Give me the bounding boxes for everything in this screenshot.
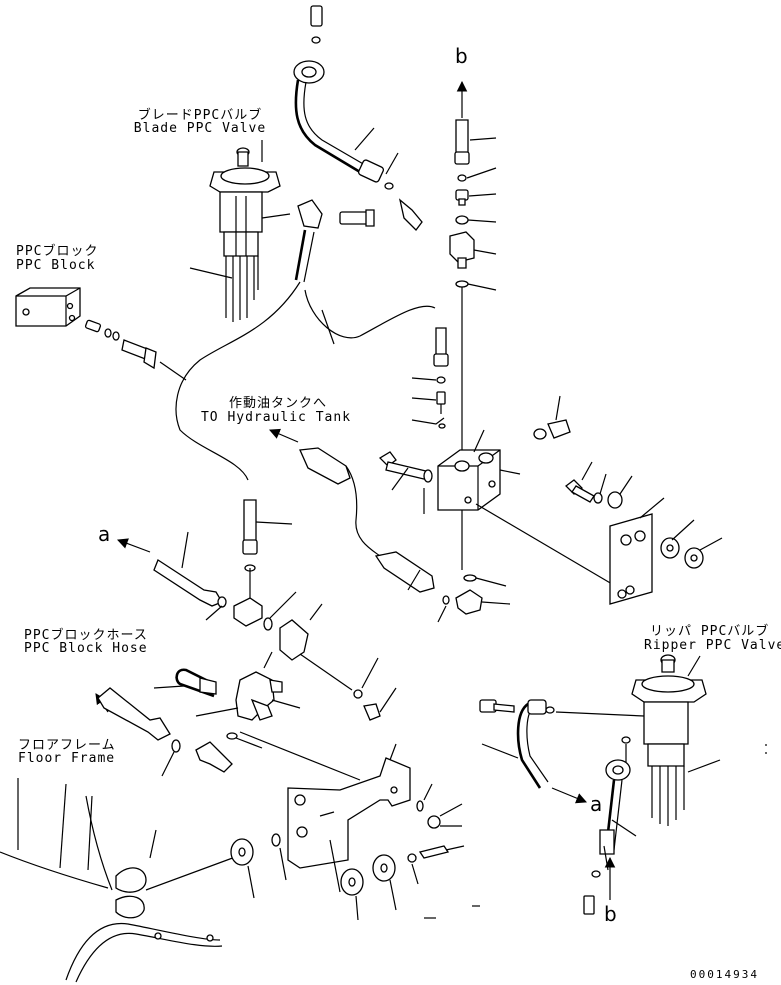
u-tube-hose bbox=[154, 670, 216, 696]
ppc-block bbox=[16, 288, 80, 326]
center-elbow-adapter bbox=[280, 604, 396, 720]
right-stack-hose bbox=[455, 120, 496, 164]
left-middle-hose bbox=[154, 532, 226, 620]
lower-center-elbow bbox=[456, 575, 510, 614]
floor-washers bbox=[231, 834, 286, 898]
tank-hose-lower bbox=[243, 500, 292, 571]
ref-letter-a-left: a bbox=[98, 522, 111, 546]
bracket-washers bbox=[341, 855, 480, 920]
a-right-arrow bbox=[552, 788, 587, 804]
plate-washers bbox=[661, 520, 722, 568]
lower-right-hose bbox=[376, 552, 449, 622]
ripper-valve-label-jp: リッパ PPCバルブ bbox=[650, 624, 770, 639]
mount-plate bbox=[610, 498, 664, 604]
blade-ppc-valve bbox=[190, 140, 290, 322]
floor-label-jp: フロアフレーム bbox=[18, 738, 116, 753]
blade-return-hose bbox=[176, 230, 435, 480]
hose-label-en: PPC Block Hose bbox=[24, 641, 148, 656]
ripper-lower-hose bbox=[584, 760, 636, 914]
tank-return-hose bbox=[412, 328, 448, 428]
ripper-ppc-valve bbox=[556, 655, 720, 826]
ripper-valve-label-en: Ripper PPC Valve bbox=[644, 638, 781, 653]
drawing-number: 00014934 bbox=[690, 968, 759, 981]
valve-bracket bbox=[240, 732, 410, 892]
blade-valve-label-jp: ブレードPPCバルブ bbox=[137, 108, 263, 123]
tank-label-en: TO Hydraulic Tank bbox=[200, 410, 352, 425]
block-mount-bolt bbox=[380, 452, 432, 514]
plate-bolt-set bbox=[566, 462, 632, 508]
a-left-arrow bbox=[116, 538, 150, 552]
blade-side-hose bbox=[294, 61, 422, 230]
center-tee-manifold bbox=[196, 652, 300, 720]
bracket-hardware bbox=[408, 784, 464, 884]
blade-valve-label-en: Blade PPC Valve bbox=[133, 121, 267, 136]
ppc-block-label-jp: PPCブロック bbox=[16, 244, 99, 259]
ppc-block-label-en: PPC Block bbox=[16, 258, 96, 273]
tank-hose-fitting bbox=[300, 448, 380, 556]
ref-letter-b-top: b bbox=[455, 44, 468, 68]
floor-frame bbox=[0, 778, 238, 982]
ref-letter-a-right: a bbox=[590, 792, 603, 816]
hose-label-jp: PPCブロックホース bbox=[24, 628, 148, 643]
tee-fitting bbox=[234, 568, 296, 630]
center-valve-block bbox=[438, 430, 612, 584]
ref-letter-b-bottom: b bbox=[604, 902, 617, 926]
top-bolt bbox=[311, 6, 322, 43]
ppc-block-fittings bbox=[85, 320, 186, 380]
ppc-block-hose bbox=[95, 688, 180, 776]
right-stack-parts bbox=[450, 168, 496, 570]
tank-arrow bbox=[269, 428, 298, 442]
elbow-90 bbox=[196, 733, 262, 772]
ripper-side-fittings bbox=[480, 700, 554, 788]
block-small-fitting bbox=[534, 396, 570, 439]
floor-label-en: Floor Frame bbox=[18, 751, 116, 766]
valve-elbow-fitting bbox=[298, 200, 374, 228]
tank-label-jp: 作動油タンクへ bbox=[228, 396, 327, 411]
